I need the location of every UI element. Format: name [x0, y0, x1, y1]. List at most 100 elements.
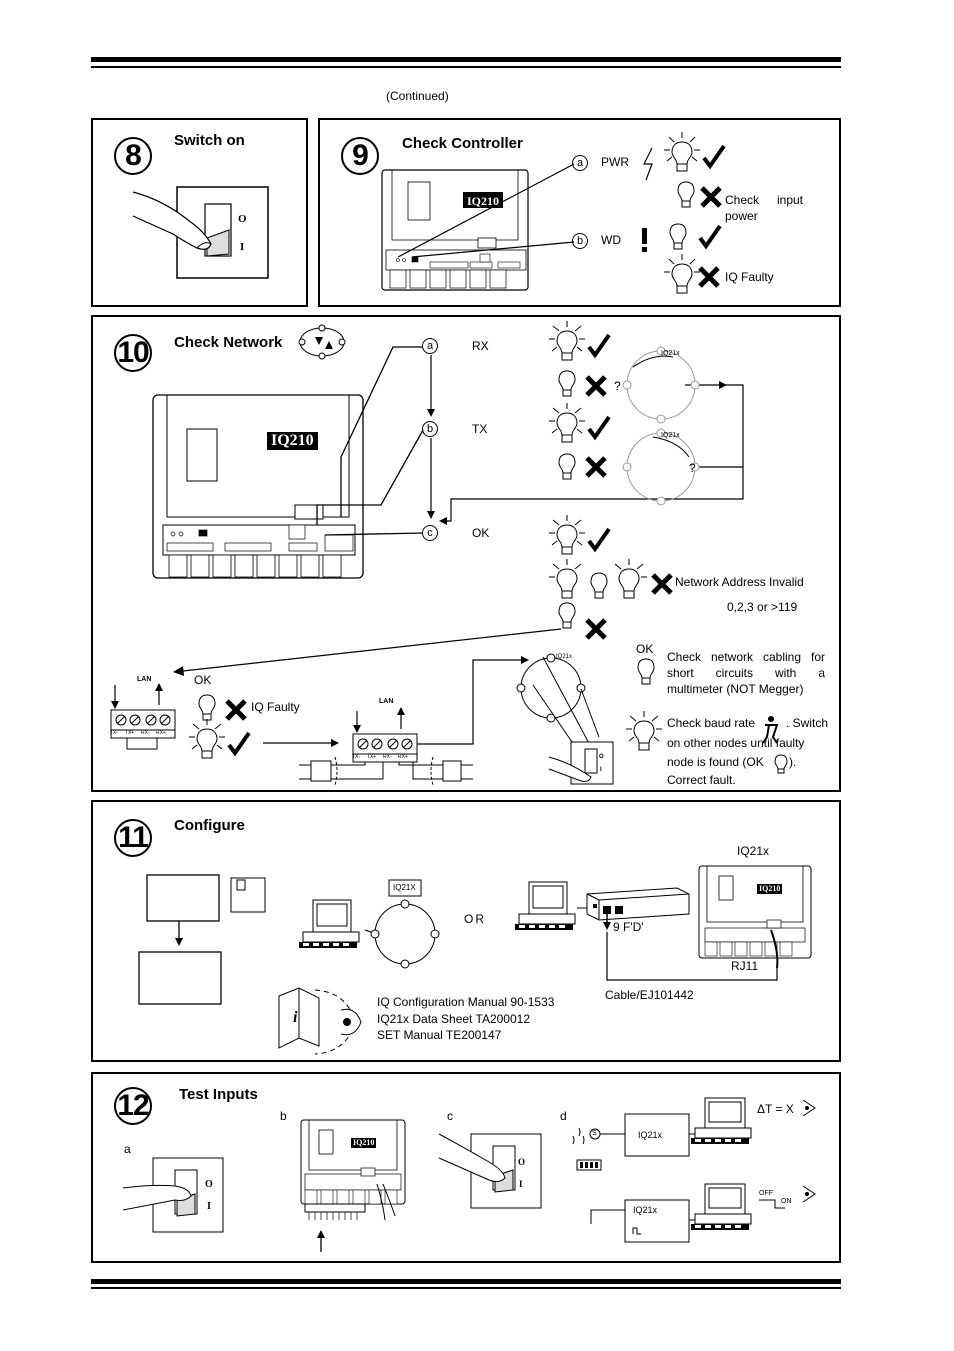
lan-ok-label: OK: [194, 673, 212, 687]
terminal-rx-plus-2: RX+: [398, 754, 408, 760]
step-9-title: Check Controller: [402, 135, 523, 152]
light-switch-illustration: [132, 186, 269, 279]
modem-icon: [586, 887, 690, 921]
bottom-rule-thin: [91, 1287, 841, 1289]
bulb-lit-icon-rx: [549, 321, 585, 361]
test-switch-on-c: O: [518, 1157, 526, 1167]
tx-label: TX: [472, 422, 488, 436]
step-11-controller-label: IQ210: [757, 884, 783, 894]
floppy-disk-icon: [230, 877, 266, 913]
rj11-label: RJ11: [731, 959, 759, 973]
bulb-off-icon-c: [558, 602, 576, 629]
ring-switch-on: O: [599, 754, 604, 760]
step-9-a-marker: a: [572, 155, 588, 171]
bulb-lit-icon-addr-1: [549, 559, 582, 599]
sensor-s-label: S: [592, 1130, 597, 1137]
baud-line-5: ).: [789, 755, 797, 769]
test-switch-on: O: [205, 1179, 213, 1190]
bulb-off-icon-addr: [590, 572, 608, 599]
terminal-tx-minus-2: TX-: [352, 754, 361, 760]
ring-switch-off: I: [600, 767, 602, 773]
step-10-panel: 10 Check Network: [91, 315, 841, 792]
bulb-lit-icon: [664, 132, 700, 172]
switch-off-mark: I: [240, 241, 245, 253]
controller-label: IQ210: [463, 192, 504, 208]
terminal-tx-plus: TX+: [125, 730, 135, 736]
baud-line-3: on other nodes until faulty: [667, 736, 805, 750]
pwr-label: PWR: [601, 155, 629, 169]
computer-icon-1: [299, 899, 360, 948]
wd-label: WD: [601, 233, 621, 247]
step-12-controller-label: IQ210: [351, 1138, 377, 1148]
bulb-off-icon-cabling: [637, 658, 655, 685]
eye-icon: [314, 989, 362, 1055]
info-icon: i: [293, 1009, 298, 1026]
bulb-lit-icon-lan: [189, 719, 225, 759]
step-10-number: 10: [114, 334, 152, 372]
bulb-off-icon-lan: [198, 694, 216, 721]
ring-label-3: IQ21x: [556, 654, 573, 660]
bottom-rule: [91, 1279, 841, 1284]
or-label: OR: [464, 912, 486, 926]
step-10-a-marker: a: [422, 338, 438, 354]
ring-label: IQ21X: [393, 883, 416, 892]
cabling-text: Check network cabling for short circuits…: [667, 650, 825, 696]
baud-line-6: Correct fault.: [667, 773, 736, 787]
step-12-c-label: c: [447, 1109, 453, 1123]
continued-label: (Continued): [386, 89, 449, 103]
iq21x-label: IQ21x: [737, 844, 770, 858]
tick-icon: [702, 144, 726, 170]
delta-t-label: ΔT = X: [757, 1102, 794, 1116]
address-values-text: 0,2,3 or >119: [727, 600, 798, 614]
ring-question-2: ?: [689, 461, 696, 475]
bulb-off-icon-inline: [774, 754, 788, 774]
bulb-off-icon: [677, 181, 695, 208]
eye-icon-2: [802, 1099, 816, 1117]
step-11-title: Configure: [174, 817, 245, 834]
bulb-lit-icon-addr-2: [614, 559, 647, 599]
terminal-tx-plus-2: TX+: [367, 754, 377, 760]
step-12-a-label: a: [124, 1142, 131, 1156]
switch-on-mark: O: [238, 213, 247, 225]
bulb-lit-icon-tx: [549, 403, 585, 443]
lan-iq-faulty-label: IQ Faulty: [251, 700, 300, 714]
eye-icon-3: [802, 1185, 816, 1203]
terminal-rx-plus: RX+: [156, 730, 166, 736]
reference-2: IQ21x Data Sheet TA200012: [377, 1012, 530, 1026]
configure-diagram: [138, 865, 812, 1055]
bulb-off-icon-2: [669, 223, 687, 250]
step-10-title: Check Network: [174, 334, 283, 351]
iq21x-label-1: IQ21x: [638, 1130, 663, 1140]
address-invalid-text: Network Address Invalid: [675, 575, 804, 589]
cross-icon: [700, 186, 722, 208]
terminal-rx-minus: RX-: [141, 730, 150, 736]
network-icon: [298, 324, 346, 360]
top-rule: [91, 57, 841, 62]
step-8-panel: 8 Switch on O I: [91, 118, 308, 307]
dip-switch-icon: [762, 716, 779, 744]
top-rule-thin: [91, 66, 841, 68]
lan-label-mid: LAN: [379, 698, 394, 705]
step-12-number: 12: [114, 1087, 152, 1125]
terminal-rx-minus-2: RX-: [383, 754, 392, 760]
test-inputs-diagram: [122, 1097, 816, 1252]
reference-3: SET Manual TE200147: [377, 1028, 502, 1042]
ok-label: OK: [472, 526, 490, 540]
bulb-lit-icon-ok: [549, 515, 585, 555]
baud-line-1: Check baud rate: [667, 716, 756, 730]
tick-icon-2: [698, 224, 722, 250]
bulb-lit-icon-baud: [626, 711, 662, 751]
cable-label: Cable/EJ101442: [605, 988, 694, 1002]
step-11-panel: 11 Configure: [91, 800, 841, 1062]
step-8-title: Switch on: [174, 132, 245, 149]
computer-icon-2: [515, 881, 576, 930]
cabling-ok-label: OK: [636, 642, 654, 656]
terminal-tx-minus: TX-: [110, 730, 119, 736]
rx-label: RX: [472, 339, 489, 353]
step-11-number: 11: [114, 819, 152, 857]
step-12-b-label: b: [280, 1109, 287, 1123]
step-12-title: Test Inputs: [179, 1086, 258, 1103]
baud-line-4: node is found (OK: [667, 755, 764, 769]
step-9-b-marker: b: [572, 233, 588, 249]
ring-question-1: ?: [614, 379, 621, 393]
